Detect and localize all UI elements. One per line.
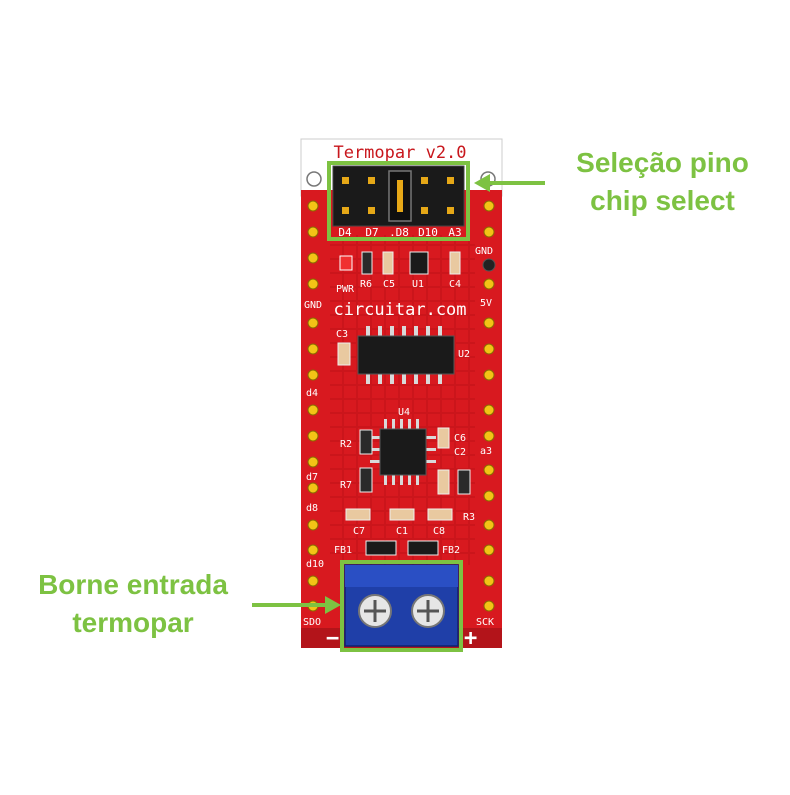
- resistor-r3: [457, 469, 471, 495]
- label-r6: R6: [360, 279, 372, 290]
- label-r7: R7: [340, 480, 352, 491]
- callout-terminal: Borne entrada termopar: [18, 566, 248, 642]
- capacitor-c8: [427, 508, 453, 521]
- right-label-a3: a3: [480, 446, 492, 457]
- callout-terminal-line1: Borne entrada: [38, 569, 228, 600]
- pwr-led: [339, 255, 353, 271]
- website-label: circuitar.com: [333, 300, 466, 320]
- callout-chip-select-line1: Seleção pino: [576, 147, 749, 178]
- terminal-block-top: [345, 565, 458, 587]
- polarity-plus: +: [464, 626, 477, 651]
- right-side-labels: GND 5V a3 SCK: [475, 246, 494, 628]
- capacitor-c6: [437, 427, 450, 449]
- label-c6: C6: [454, 433, 466, 444]
- label-c7: C7: [353, 526, 365, 537]
- left-label-d4: d4: [306, 388, 318, 399]
- capacitor-c3: [337, 342, 351, 366]
- gnd-test-pad: [482, 258, 496, 272]
- arrow-chip-select: [474, 174, 545, 192]
- label-r2: R2: [340, 439, 352, 450]
- label-fb2: FB2: [442, 545, 460, 556]
- pin-label-d10: D10: [418, 226, 438, 239]
- label-c8: C8: [433, 526, 445, 537]
- label-c2: C2: [454, 447, 466, 458]
- label-c3: C3: [336, 329, 348, 340]
- label-fb1: FB1: [334, 545, 352, 556]
- board-title: Termopar v2.0: [333, 143, 466, 163]
- arrow-terminal: [252, 596, 341, 614]
- label-u4: U4: [398, 407, 410, 418]
- left-side-labels: GND d4 d7 d8 d10 SDO: [303, 300, 324, 628]
- pin-label-d4: D4: [338, 226, 352, 239]
- resistor-r7: [359, 467, 373, 493]
- pin-label-a3: A3: [448, 226, 461, 239]
- label-c1: C1: [396, 526, 408, 537]
- terminal-highlight: [340, 560, 463, 652]
- header-pins: [342, 177, 454, 214]
- polarity-minus: −: [326, 626, 339, 651]
- capacitor-c2: [437, 469, 450, 495]
- chip-u2-pins: [366, 326, 442, 384]
- right-label-gnd: GND: [475, 246, 493, 257]
- label-c5: C5: [383, 279, 395, 290]
- terminal-screw-right: [411, 594, 445, 628]
- left-label-d8: d8: [306, 503, 318, 514]
- capacitor-c4: [449, 251, 461, 275]
- terminal-screw-left: [358, 594, 392, 628]
- label-u1: U1: [412, 279, 424, 290]
- header-pin-labels: D4 D7 .D8 D10 A3: [338, 226, 461, 239]
- label-pwr: PWR: [336, 284, 355, 295]
- ferrite-bead-fb2: [407, 540, 439, 556]
- resistor-r2: [359, 429, 373, 455]
- capacitor-c7: [345, 508, 371, 521]
- chip-u2: [357, 335, 455, 375]
- jumper-cap-pin: [397, 180, 403, 212]
- callout-chip-select-line2: chip select: [590, 185, 735, 216]
- pin-label-d7: D7: [365, 226, 378, 239]
- right-edge-pins: [483, 200, 495, 612]
- capacitor-c5: [382, 251, 394, 275]
- regulator-u1: [409, 251, 429, 275]
- component-labels-bottom: C7 C1 C8: [353, 526, 445, 537]
- label-c4: C4: [449, 279, 461, 290]
- mounting-hole-left: [306, 171, 322, 187]
- resistor-r6: [361, 251, 373, 275]
- chip-u4: [379, 428, 427, 476]
- label-u2: U2: [458, 349, 470, 360]
- left-label-d7: d7: [306, 472, 318, 483]
- right-label-5v: 5V: [480, 298, 492, 309]
- callout-terminal-line2: termopar: [72, 607, 194, 638]
- callout-chip-select: Seleção pino chip select: [555, 144, 770, 220]
- left-label-gnd: GND: [304, 300, 322, 311]
- capacitor-c1: [389, 508, 415, 521]
- right-label-sck: SCK: [476, 617, 494, 628]
- left-label-d10: d10: [306, 559, 324, 570]
- component-labels-top: PWR R6 C5 U1 C4: [336, 279, 461, 295]
- label-r3: R3: [463, 512, 475, 523]
- pin-label-d8: .D8: [389, 226, 409, 239]
- chip-u4-pins: [370, 419, 436, 485]
- ferrite-bead-fb1: [365, 540, 397, 556]
- left-label-sdo: SDO: [303, 617, 321, 628]
- header-highlight: [327, 161, 470, 241]
